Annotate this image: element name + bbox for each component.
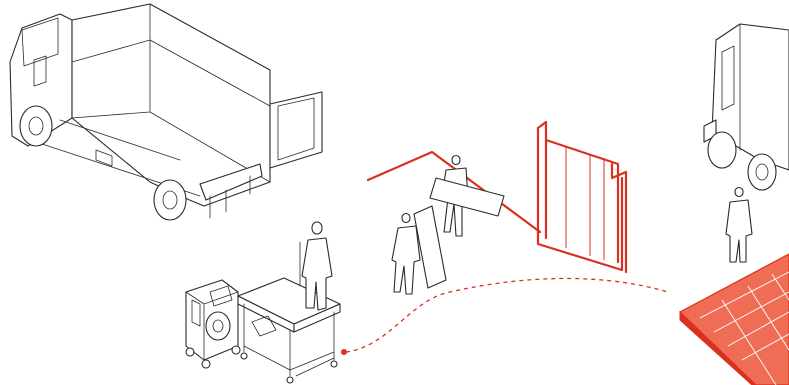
flow-origin-dot (341, 349, 347, 355)
truck-right (704, 24, 789, 190)
truck-right-wheel-1 (708, 132, 736, 168)
flow-arrow-dashed (341, 278, 668, 355)
worker-holding-panel (392, 206, 446, 294)
worker-standing-right-figure (726, 188, 752, 263)
wall-frame-panel (538, 122, 626, 272)
truck-left-wheel-rear (154, 180, 186, 220)
worker-at-bench-figure (302, 222, 332, 310)
worker-holding-panel-figure (392, 214, 420, 295)
truck-left (10, 4, 322, 220)
equipment-cart (186, 280, 240, 368)
floor-platform (680, 254, 789, 385)
worker-standing-right (726, 188, 752, 263)
truck-right-wheel-2 (748, 154, 776, 190)
truck-left-wheel-front (20, 106, 52, 146)
worker-carrying-panel (430, 156, 504, 237)
